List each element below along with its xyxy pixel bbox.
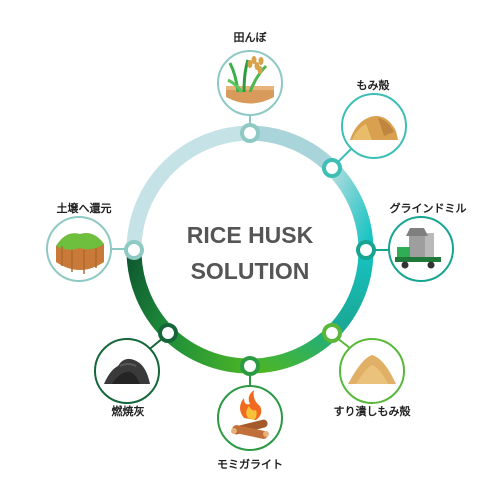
stage-crushed-label: すり潰しもみ殻 — [334, 404, 412, 418]
stage-ash-label: 燃焼灰 — [111, 404, 145, 418]
soil-return-icon — [56, 233, 104, 274]
stage-husk-label: もみ殻 — [357, 78, 391, 92]
center-title-line1: RICE HUSK — [187, 222, 314, 248]
grind-mill-icon — [395, 228, 441, 269]
ash-pile-icon — [104, 358, 150, 384]
rice-paddy-icon — [226, 56, 274, 104]
ring-segment-grind-to-crushed — [326, 249, 374, 339]
ring-segment-paddy-to-husk — [249, 125, 338, 174]
crushed-husk-icon — [348, 355, 396, 384]
ring-segment-ash-to-soil — [126, 249, 174, 339]
node-husk — [322, 158, 342, 178]
stage-paddy-label: 田んぼ — [234, 31, 268, 44]
ring-segment-husk-to-grind — [326, 162, 374, 251]
briquette-fire-icon — [231, 390, 269, 439]
ring-segment-momigalite-to-ash — [162, 327, 251, 374]
stage-soil[interactable]: 土壌へ還元 — [46, 201, 144, 282]
node-soil — [124, 240, 144, 260]
stage-momigalite-label: モミガライト — [217, 457, 283, 471]
stage-momigalite[interactable]: モミガライト — [217, 356, 283, 471]
stage-soil-label: 土壌へ還元 — [57, 201, 112, 215]
stage-paddy[interactable]: 田んぼ — [217, 31, 283, 143]
node-ash — [158, 323, 178, 343]
node-momigalite — [240, 356, 260, 376]
stage-grind-label: グラインドミル — [390, 201, 467, 215]
stage-grind[interactable]: グラインドミル — [356, 201, 467, 282]
stage-husk[interactable]: もみ殻 — [322, 78, 407, 178]
ring-segment-crushed-to-momigalite — [249, 327, 338, 374]
stage-crushed[interactable]: すり潰しもみ殻 — [322, 323, 412, 418]
center-title-line2: SOLUTION — [191, 258, 310, 284]
node-grind — [356, 240, 376, 260]
node-crushed — [322, 323, 342, 343]
node-paddy — [240, 123, 260, 143]
stage-ash[interactable]: 燃焼灰 — [94, 323, 178, 418]
husk-pile-icon — [350, 115, 398, 140]
ring-segment-soil-to-paddy — [126, 125, 251, 251]
